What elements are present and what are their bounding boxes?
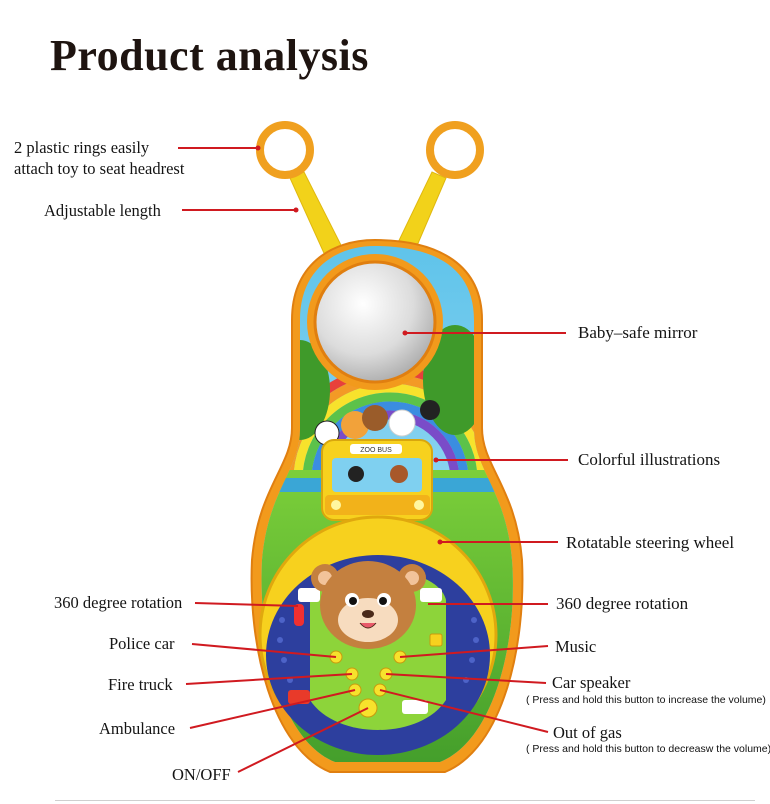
mirror-icon (307, 254, 443, 390)
label-baby-safe-mirror: Baby–safe mirror (578, 323, 698, 342)
label-fire-truck: Fire truck (108, 675, 173, 694)
note-out-of-gas: ( Press and hold this button to decreasw… (526, 743, 770, 755)
label-car-speaker: Car speaker (552, 673, 631, 692)
label-music: Music (555, 637, 597, 656)
page-title: Product analysis (50, 31, 369, 80)
label-adjustable-length: Adjustable length (44, 201, 161, 220)
label-out-of-gas: Out of gas (553, 723, 622, 742)
label-rings-line1: 2 plastic rings easily (14, 138, 150, 157)
label-rotation-right: 360 degree rotation (556, 594, 689, 613)
note-car-speaker: ( Press and hold this button to increase… (526, 694, 766, 706)
bear-face-icon (311, 561, 426, 649)
divider (55, 800, 755, 801)
ring-icon[interactable] (256, 121, 314, 179)
label-on-off: ON/OFF (172, 765, 231, 784)
bus-sign: ZOO BUS (360, 447, 392, 454)
label-police-car: Police car (109, 634, 175, 653)
label-colorful-illustrations: Colorful illustrations (578, 450, 721, 469)
label-rotatable-steering-wheel: Rotatable steering wheel (566, 533, 735, 552)
label-rotation-left: 360 degree rotation (54, 593, 183, 612)
leader-lines (178, 147, 568, 773)
ring-icon[interactable] (426, 121, 484, 179)
label-rings-line2: attach toy to seat headrest (14, 159, 185, 178)
label-ambulance: Ambulance (99, 719, 176, 738)
